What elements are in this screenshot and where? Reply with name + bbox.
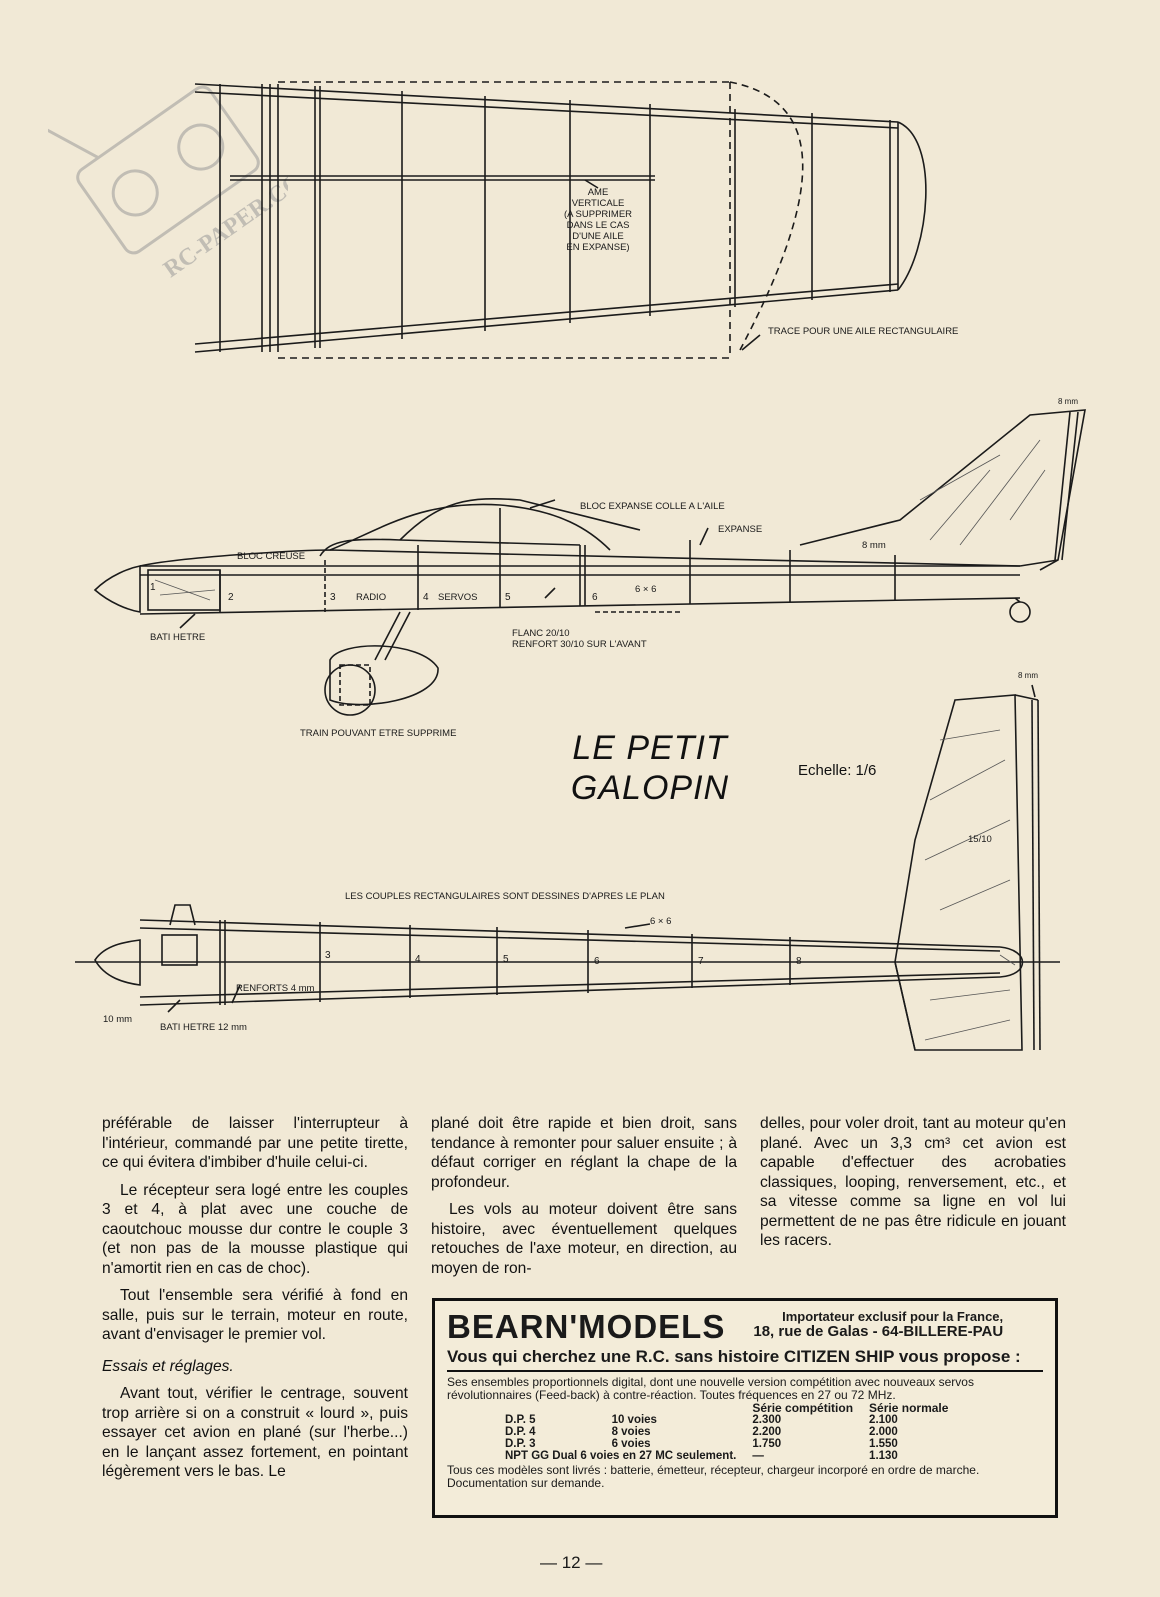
section-heading: Essais et réglages. bbox=[102, 1357, 234, 1375]
top-couple-7: 7 bbox=[698, 956, 704, 967]
bloc-expanse-label: BLOC EXPANSE COLLE A L'AILE bbox=[580, 501, 725, 512]
ad-slogan: Vous qui cherchez une R.C. sans histoire… bbox=[447, 1347, 1043, 1372]
paragraph: delles, pour voler droit, tant au moteur… bbox=[760, 1115, 1066, 1249]
title-line-1: LE PETIT bbox=[572, 729, 728, 767]
servos-label: SERVOS bbox=[438, 592, 477, 603]
wing-note-4: DANS LE CAS bbox=[567, 220, 630, 231]
bati-hetre-12-label: BATI HETRE 12 mm bbox=[160, 1022, 247, 1033]
table-cell: 1.130 bbox=[869, 1450, 898, 1462]
table-cell: D.P. 3 bbox=[505, 1438, 536, 1450]
scale-label: Echelle: 1/6 bbox=[798, 762, 877, 779]
table-cell: D.P. 5 bbox=[505, 1414, 536, 1426]
wing-note-2: VERTICALE bbox=[572, 198, 625, 209]
table-cell: NPT GG Dual 6 voies en 27 MC seulement. bbox=[505, 1450, 737, 1462]
ad-brand: BEARN'MODELS bbox=[447, 1308, 726, 1345]
table-row: D.P. 4 8 voies 2.200 2.000 bbox=[497, 1426, 956, 1438]
radio-label: RADIO bbox=[356, 592, 386, 603]
ad-header: BEARN'MODELS Importateur exclusif pour l… bbox=[447, 1309, 1043, 1345]
rect-wing-label: TRACE POUR UNE AILE RECTANGULAIRE bbox=[768, 326, 958, 337]
ad-address-line-1: Importateur exclusif pour la France, bbox=[782, 1309, 1004, 1324]
price-header bbox=[497, 1402, 604, 1414]
table-cell: — bbox=[752, 1450, 764, 1462]
couple-2: 2 bbox=[228, 592, 234, 603]
expanse-label: EXPANSE bbox=[718, 524, 762, 535]
wing-plan bbox=[194, 81, 927, 359]
top-couple-4: 4 bbox=[415, 954, 421, 965]
price-header bbox=[604, 1402, 745, 1414]
price-header-row: Série compétition Série normale bbox=[497, 1402, 956, 1414]
wing-note-5: D'UNE AILE bbox=[572, 231, 623, 242]
table-cell: 2.100 bbox=[869, 1414, 898, 1426]
train-label: TRAIN POUVANT ETRE SUPPRIME bbox=[300, 728, 456, 739]
wing-note-6: EN EXPANSE) bbox=[566, 242, 629, 253]
price-header: Série compétition bbox=[752, 1401, 854, 1415]
ad-footer: Tous ces modèles sont livrés : batterie,… bbox=[447, 1463, 980, 1490]
wing-note-3: (A SUPPRIMER bbox=[564, 209, 632, 220]
couple-1: 1 bbox=[150, 582, 156, 593]
table-cell: 8 voies bbox=[611, 1426, 651, 1438]
renfort-label: RENFORT 30/10 SUR L'AVANT bbox=[512, 639, 647, 650]
top-couple-3: 3 bbox=[325, 950, 331, 961]
bloc-creuse-label: BLOC CREUSE bbox=[237, 551, 305, 562]
table-cell: 2.200 bbox=[752, 1426, 782, 1438]
dim-stab-label: 8 mm bbox=[1018, 671, 1038, 680]
couple-5: 5 bbox=[505, 592, 511, 603]
table-cell: 6 voies bbox=[611, 1438, 651, 1450]
couples-note: LES COUPLES RECTANGULAIRES SONT DESSINES… bbox=[345, 891, 665, 902]
top-couple-8: 8 bbox=[796, 956, 802, 967]
paragraph: Les vols au moteur doivent être sans his… bbox=[431, 1201, 737, 1277]
six-by-six-top: 6 × 6 bbox=[650, 916, 671, 927]
price-header: Série normale bbox=[869, 1401, 949, 1415]
stabilizer-plan bbox=[894, 684, 1041, 1051]
couple-3: 3 bbox=[330, 592, 336, 603]
price-table: Série compétition Série normale D.P. 5 1… bbox=[497, 1402, 956, 1462]
table-cell: 2.300 bbox=[752, 1414, 782, 1426]
top-view-plan bbox=[75, 904, 1060, 1013]
table-cell: 2.000 bbox=[869, 1426, 898, 1438]
bati-hetre-label: BATI HETRE bbox=[150, 632, 205, 643]
ad-address-line-2: 18, rue de Galas - 64-BILLERE-PAU bbox=[753, 1323, 1004, 1340]
page-number: — 12 — bbox=[540, 1553, 603, 1572]
paragraph: Le récepteur sera logé entre les couples… bbox=[102, 1181, 408, 1277]
dim-10mm-label: 10 mm bbox=[103, 1014, 132, 1025]
article-column-1: préférable de laisser l'interrupteur à l… bbox=[102, 1114, 408, 1482]
ad-address: Importateur exclusif pour la France, 18,… bbox=[753, 1309, 1003, 1339]
table-row: NPT GG Dual 6 voies en 27 MC seulement. … bbox=[497, 1450, 956, 1462]
couple-6: 6 bbox=[592, 592, 598, 603]
side-view-plan bbox=[93, 409, 1086, 716]
table-row: D.P. 3 6 voies 1.750 1.550 bbox=[497, 1438, 956, 1450]
paragraph: Avant tout, vérifier le centrage, souven… bbox=[102, 1385, 408, 1480]
ad-intro: Ses ensembles proportionnels digital, do… bbox=[447, 1375, 974, 1402]
paragraph: Tout l'ensemble sera vérifié à fond en s… bbox=[102, 1287, 408, 1343]
article-column-3: delles, pour voler droit, tant au moteur… bbox=[760, 1114, 1066, 1251]
article-column-2: plané doit être rapide et bien droit, sa… bbox=[431, 1114, 737, 1278]
six-by-six-side: 6 × 6 bbox=[635, 584, 656, 595]
plan-drawings: AME VERTICALE (A SUPPRIMER DANS LE CAS D… bbox=[75, 81, 1086, 1051]
table-cell: 10 voies bbox=[611, 1414, 657, 1426]
renforts-label: RENFORTS 4 mm bbox=[236, 983, 315, 994]
table-row: D.P. 5 10 voies 2.300 2.100 bbox=[497, 1414, 956, 1426]
wing-note-1: AME bbox=[588, 187, 609, 198]
top-couple-6: 6 bbox=[594, 956, 600, 967]
stab-thickness-label: 15/10 bbox=[968, 834, 992, 845]
paragraph: préférable de laisser l'interrupteur à l… bbox=[102, 1115, 408, 1171]
title-line-2: GALOPIN bbox=[570, 769, 730, 807]
table-cell: 1.550 bbox=[869, 1438, 898, 1450]
flanc-label: FLANC 20/10 bbox=[512, 628, 570, 639]
table-cell: D.P. 4 bbox=[505, 1426, 536, 1438]
wood-grain-hatching bbox=[154, 439, 1046, 1041]
table-cell: 1.750 bbox=[752, 1438, 782, 1450]
couple-4: 4 bbox=[423, 592, 429, 603]
paragraph: plané doit être rapide et bien droit, sa… bbox=[431, 1115, 737, 1191]
advertisement-box: BEARN'MODELS Importateur exclusif pour l… bbox=[432, 1298, 1058, 1518]
dim-tail-label: 8 mm bbox=[862, 540, 886, 551]
top-couple-5: 5 bbox=[503, 954, 509, 965]
dim-fin-label: 8 mm bbox=[1058, 397, 1078, 406]
plan-title: LE PETIT GALOPIN bbox=[560, 728, 740, 808]
